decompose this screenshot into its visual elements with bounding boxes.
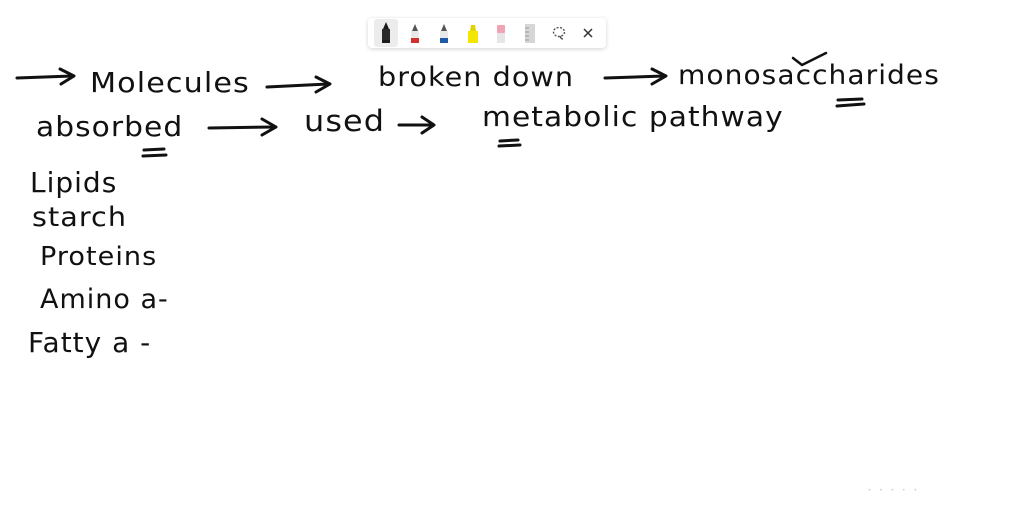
red-pen-tool[interactable] (403, 19, 427, 47)
watermark-dots: • • • • • (867, 487, 920, 494)
checkmark-annotation (791, 51, 828, 67)
black-pen-tool[interactable] (374, 19, 399, 47)
list-item-amino: Amino a- (40, 284, 169, 315)
equals-mark-monosaccharides (835, 97, 866, 108)
close-icon (583, 28, 593, 38)
arrow-line2-second (397, 115, 436, 135)
list-item-lipids: Lipids (30, 166, 118, 199)
blue-pen-tool[interactable] (432, 19, 456, 47)
arrow-line1-lead (15, 67, 76, 86)
highlighter-tool[interactable] (461, 19, 485, 47)
note-broken-down: broken down (378, 62, 575, 93)
note-used: used (304, 104, 386, 138)
note-molecules: Molecules (90, 66, 250, 99)
lasso-icon (552, 26, 566, 40)
drawing-toolbar (368, 18, 606, 48)
arrow-line1-second (265, 75, 332, 94)
list-item-proteins: Proteins (40, 242, 158, 272)
red-pen-icon (411, 24, 420, 43)
list-item-fatty: Fatty a - (28, 326, 152, 359)
ruler-tool[interactable] (518, 19, 542, 47)
blue-pen-icon (439, 24, 448, 43)
equals-mark-metabolic (497, 138, 522, 148)
ruler-icon (525, 24, 536, 43)
black-pen-icon (382, 22, 391, 43)
arrow-line1-third (603, 67, 668, 86)
note-metabolic-pathway: metabolic pathway (482, 100, 784, 133)
close-button[interactable] (576, 19, 600, 47)
eraser-tool[interactable] (489, 19, 513, 47)
yellow-highlighter-icon (467, 25, 478, 43)
eraser-icon (497, 25, 506, 43)
arrow-line2-first (207, 117, 278, 137)
lasso-tool[interactable] (547, 19, 571, 47)
note-absorbed: absorbed (36, 110, 184, 143)
list-item-starch: starch (32, 202, 128, 233)
note-monosaccharides: monosaccharides (678, 60, 940, 91)
equals-mark-absorbed (141, 147, 168, 158)
